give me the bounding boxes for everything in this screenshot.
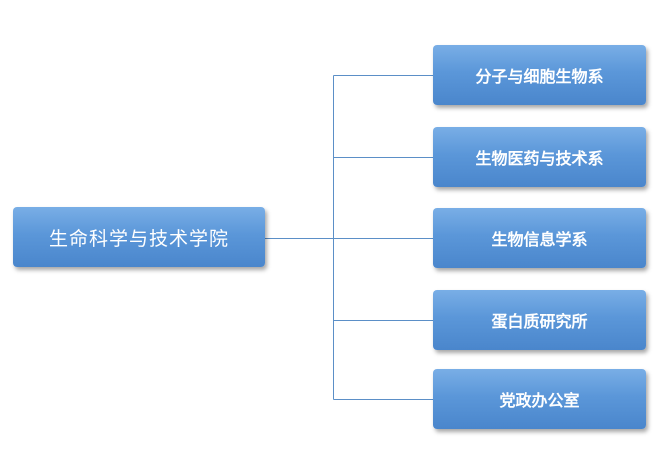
child-node-label: 党政办公室 <box>499 391 580 410</box>
child-node-label: 生物医药与技术系 <box>475 149 604 168</box>
root-node: 生命科学与技术学院 <box>13 207 265 267</box>
child-node-bioinformatics: 生物信息学系 <box>433 208 646 268</box>
child-node-protein-institute: 蛋白质研究所 <box>433 290 646 350</box>
child-node-label: 蛋白质研究所 <box>491 312 588 331</box>
child-node-label: 生物信息学系 <box>491 230 588 249</box>
child-node-label: 分子与细胞生物系 <box>475 67 604 86</box>
child-node-party-admin-office: 党政办公室 <box>433 369 646 429</box>
root-node-label: 生命科学与技术学院 <box>48 227 229 250</box>
child-node-molecular-cell-biology: 分子与细胞生物系 <box>433 45 646 105</box>
child-node-biomedicine-technology: 生物医药与技术系 <box>433 127 646 187</box>
